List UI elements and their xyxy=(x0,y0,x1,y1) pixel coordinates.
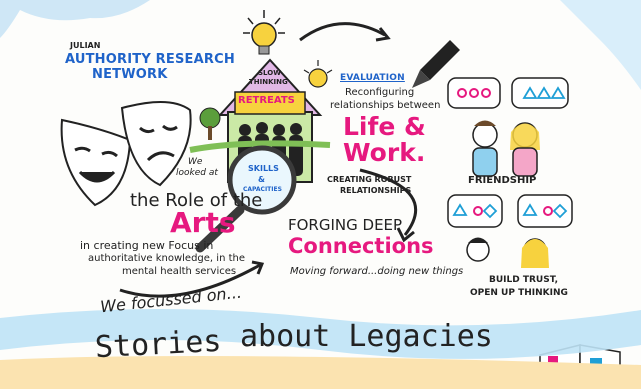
speech-bubbles-icon xyxy=(447,77,573,228)
evaluation-line2: relationships between xyxy=(330,100,441,111)
focus-line1: in creating new Focus in xyxy=(80,239,214,252)
role-label: the Role of the xyxy=(130,190,263,211)
build-trust-line1: BUILD TRUST, xyxy=(489,275,558,285)
sign-line1: SLOW xyxy=(258,69,281,77)
theatre-masks-icon xyxy=(60,100,192,207)
blue-splash-top-right xyxy=(560,0,641,90)
blue-splash-top-left xyxy=(0,0,150,38)
arrow-bottom xyxy=(119,263,261,298)
arrow-right xyxy=(359,168,418,236)
robust-line2: RELATIONSHIPS xyxy=(340,186,412,195)
focus-line3: mental health services xyxy=(122,266,237,277)
work-label: Work. xyxy=(343,138,426,167)
friends-people-icon xyxy=(472,120,540,177)
robust-line1: CREATING ROBUST xyxy=(327,175,412,184)
stories-label: Stories xyxy=(94,323,223,366)
magnifying-glass-icon xyxy=(195,145,297,253)
footer-base xyxy=(0,356,641,389)
sign-line2: THINKING xyxy=(249,78,288,86)
small-lightbulb-icon xyxy=(303,60,333,88)
arrow-top xyxy=(299,22,386,42)
moving-label: Moving forward...doing new things xyxy=(290,266,464,277)
we-looked-line1: We xyxy=(188,157,203,167)
we-looked-line2: looked at xyxy=(176,168,218,178)
evaluation-line1: Reconfiguring xyxy=(345,87,415,98)
rocket-icon xyxy=(412,40,460,88)
forging-line1: FORGING DEEP xyxy=(288,216,403,234)
lightbulb-icon xyxy=(243,10,285,55)
wave-band xyxy=(0,309,641,359)
authority-title-line2: NETWORK xyxy=(92,67,168,82)
two-people-icon xyxy=(466,237,549,268)
julian-label: JULIAN xyxy=(70,41,101,50)
build-trust-line2: OPEN UP THINKING xyxy=(470,288,568,298)
skills-line2: & xyxy=(258,175,265,184)
authority-title-line1: AUTHORITY RESEARCH xyxy=(65,52,235,67)
arts-label: Arts xyxy=(170,206,236,239)
skills-line3: CAPACITIES xyxy=(243,186,282,193)
flow-arrows xyxy=(119,22,418,298)
focus-line2: authoritative knowledge, in the xyxy=(88,253,245,264)
about-legacies-label: about Legacies xyxy=(240,319,493,354)
life-label: Life & xyxy=(343,112,426,141)
skills-line1: SKILLS xyxy=(248,164,279,173)
evaluation-title: EVALUATION xyxy=(340,73,405,83)
connections-label: Connections xyxy=(288,234,434,258)
friendship-label: FRIENDSHIP xyxy=(468,175,537,186)
retreats-label: RETREATS xyxy=(238,95,295,106)
